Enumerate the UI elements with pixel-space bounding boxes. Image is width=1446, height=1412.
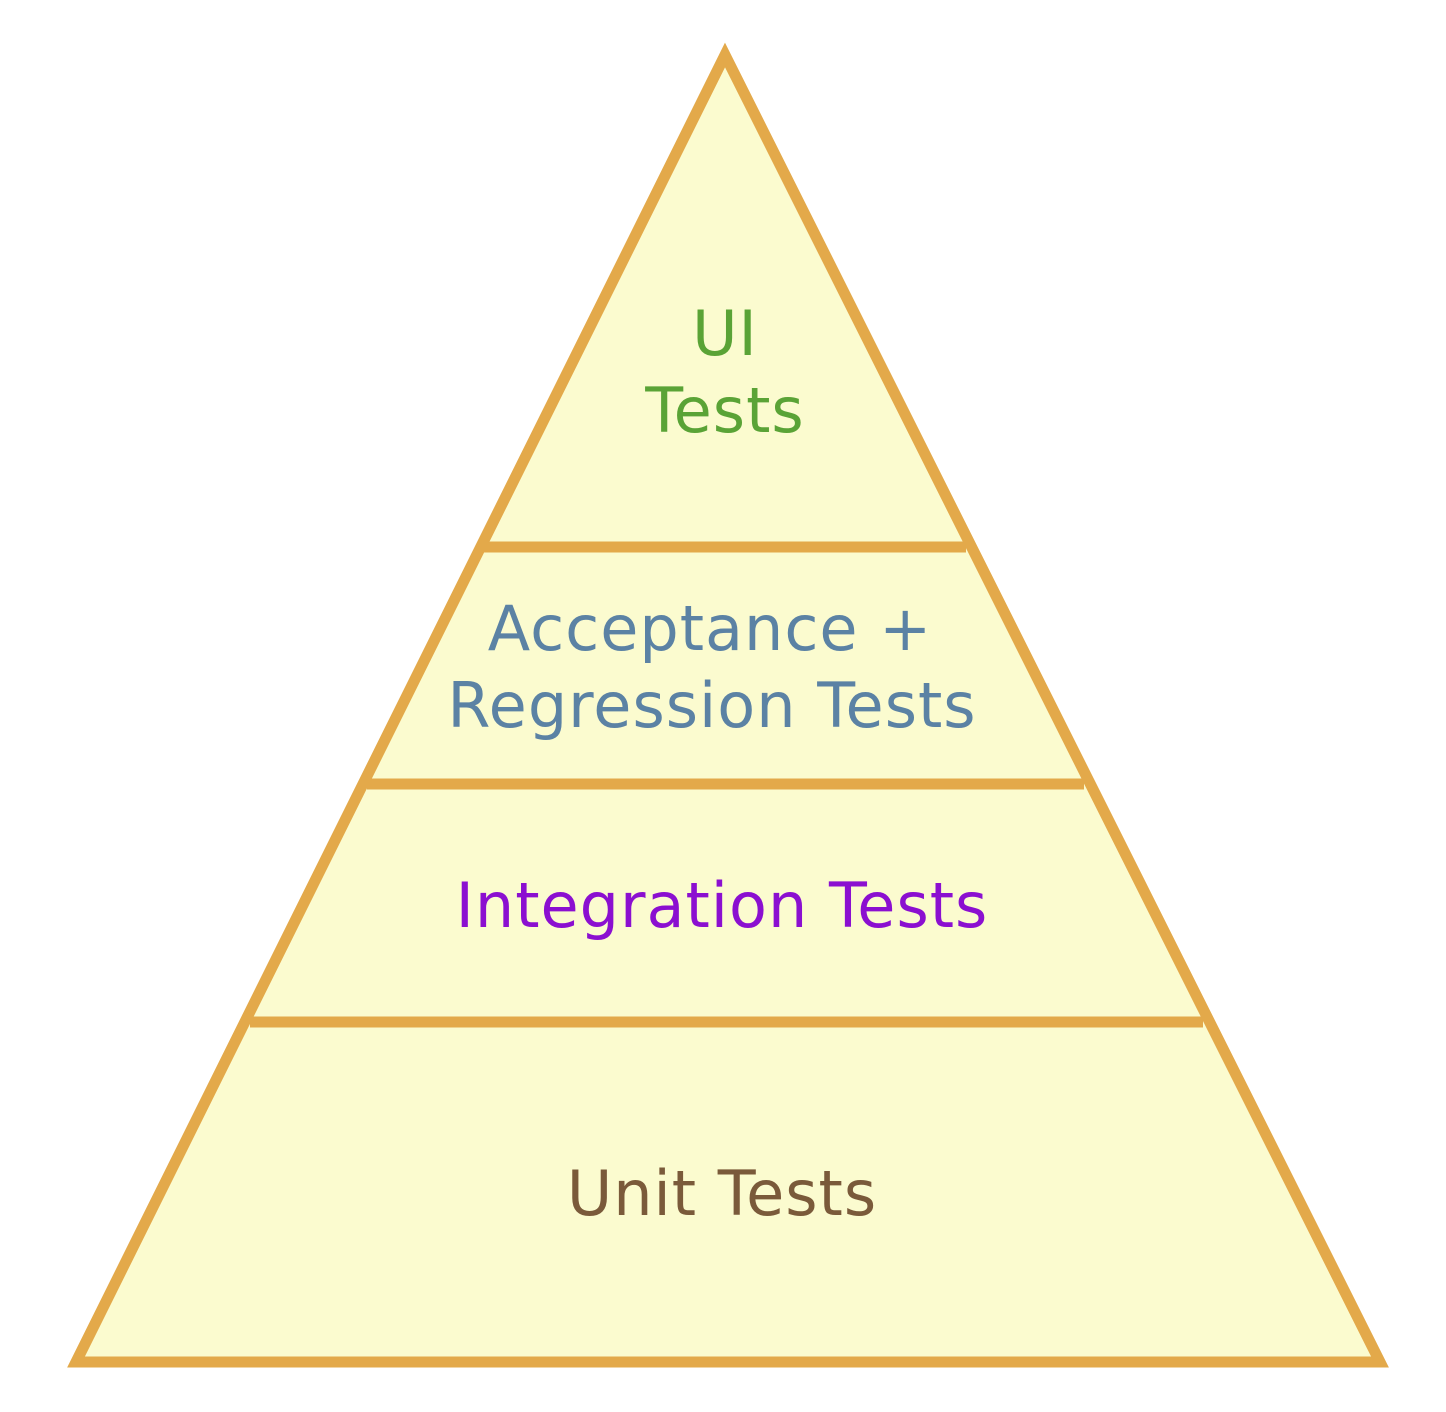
- tier-ui: UI Tests: [644, 297, 804, 447]
- tier-integration: Integration Tests: [456, 869, 989, 942]
- tier-integration-line-1: Integration Tests: [456, 869, 989, 942]
- tier-acceptance-regression: Acceptance + Regression Tests: [447, 592, 976, 742]
- tier-acceptance-line-1: Acceptance +: [488, 592, 933, 665]
- tier-ui-line-1: UI: [692, 297, 758, 370]
- pyramid-body: [67, 42, 1389, 1368]
- tier-acceptance-line-2: Regression Tests: [447, 669, 976, 742]
- tier-ui-line-2: Tests: [644, 374, 804, 447]
- tier-unit: Unit Tests: [567, 1157, 877, 1230]
- tier-unit-line-1: Unit Tests: [567, 1157, 877, 1230]
